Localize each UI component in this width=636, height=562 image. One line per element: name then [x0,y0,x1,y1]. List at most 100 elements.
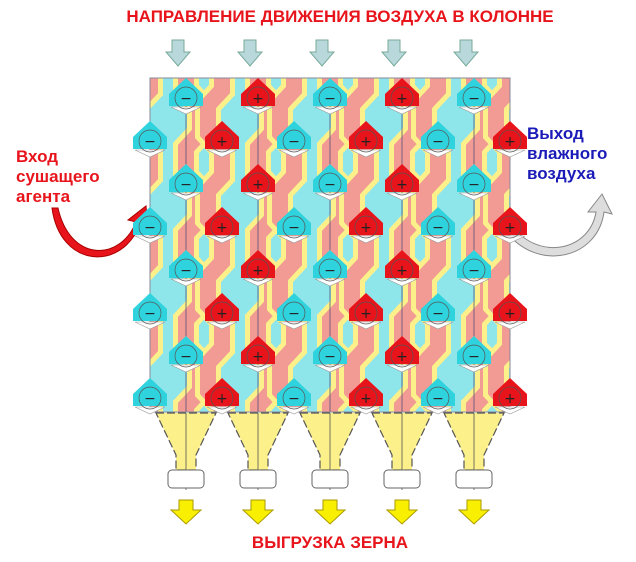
plus-icon: + [360,134,372,150]
duct-ring [390,258,414,282]
hot-air-duct: + [205,121,239,158]
duct-roof [278,321,310,330]
duct-body [421,293,455,321]
duct-body [457,78,491,106]
duct-body [385,336,419,364]
duct-body [241,164,275,192]
duct-grid: −+−+−−+−+−+−+−+−−+−+−+−+−+−−+−+−+−+−+−−+… [133,78,527,415]
minus-icon: − [288,391,300,407]
hot-air-duct: + [493,293,527,330]
duct-ring [462,258,486,282]
plus-icon: + [216,134,228,150]
pink-band [344,78,374,412]
duct-ring [282,301,306,325]
duct-body [313,164,347,192]
duct-body [313,250,347,278]
duct-ring [498,386,522,410]
grain-out-arrow-icon [313,499,347,525]
duct-body [349,378,383,406]
cold-air-duct: − [169,336,203,373]
hot-air-duct: + [205,207,239,244]
cold-air-duct: − [421,378,455,415]
duct-ring [246,86,270,110]
duct-body [205,378,239,406]
duct-roof [314,192,346,201]
duct-ring [246,344,270,368]
minus-icon: − [180,349,192,365]
duct-ring [390,86,414,110]
grain-out-arrow-icon [241,499,275,525]
cold-air-duct: − [277,293,311,330]
duct-roof [422,406,454,415]
duct-body [493,121,527,149]
plus-icon: + [360,220,372,236]
minus-icon: − [144,306,156,322]
duct-roof [494,235,526,244]
duct-body [205,293,239,321]
pink-band [272,78,302,412]
pink-band [416,78,446,412]
down-arrow-icon [308,39,336,67]
duct-roof [278,406,310,415]
duct-body [133,378,167,406]
duct-roof [278,149,310,158]
duct-roof [314,106,346,115]
duct-roof [422,149,454,158]
duct-ring [282,386,306,410]
duct-body [349,207,383,235]
cold-air-duct: − [457,250,491,287]
grain-out-arrow-icon [169,499,203,525]
hot-air-duct: + [241,336,275,373]
down-arrow-icon [452,39,480,67]
plus-icon: + [216,306,228,322]
duct-roof [350,321,382,330]
cold-air-duct: − [277,207,311,244]
hot-air-duct: + [385,336,419,373]
pink-band [488,78,510,412]
duct-ring [354,301,378,325]
duct-ring [462,172,486,196]
hot-air-duct: + [205,293,239,330]
duct-roof [206,321,238,330]
duct-roof [206,406,238,415]
duct-body [277,378,311,406]
down-arrow-icon [164,39,192,67]
plus-icon: + [252,91,264,107]
hot-air-duct: + [349,293,383,330]
duct-body [277,121,311,149]
duct-body [349,121,383,149]
plus-icon: + [396,263,408,279]
duct-roof [134,149,166,158]
duct-roof [422,235,454,244]
cold-air-duct: − [169,250,203,287]
plus-icon: + [252,177,264,193]
duct-body [385,164,419,192]
duct-body [349,293,383,321]
duct-body [277,293,311,321]
duct-body [205,121,239,149]
duct-roof [134,406,166,415]
duct-ring [426,301,450,325]
discharge-gate [383,469,421,489]
minus-icon: − [144,134,156,150]
air-direction-arrows [164,39,480,67]
plus-icon: + [216,391,228,407]
duct-body [133,207,167,235]
duct-ring [498,129,522,153]
duct-body [421,121,455,149]
duct-ring [354,386,378,410]
duct-roof [314,278,346,287]
duct-ring [462,86,486,110]
duct-roof [386,278,418,287]
duct-ring [210,301,234,325]
duct-body [205,207,239,235]
duct-body [493,293,527,321]
duct-roof [422,321,454,330]
duct-ring [426,215,450,239]
duct-ring [354,215,378,239]
cold-air-duct: − [313,336,347,373]
minus-icon: − [432,134,444,150]
cold-air-duct: − [421,207,455,244]
plus-icon: + [504,391,516,407]
duct-ring [318,258,342,282]
